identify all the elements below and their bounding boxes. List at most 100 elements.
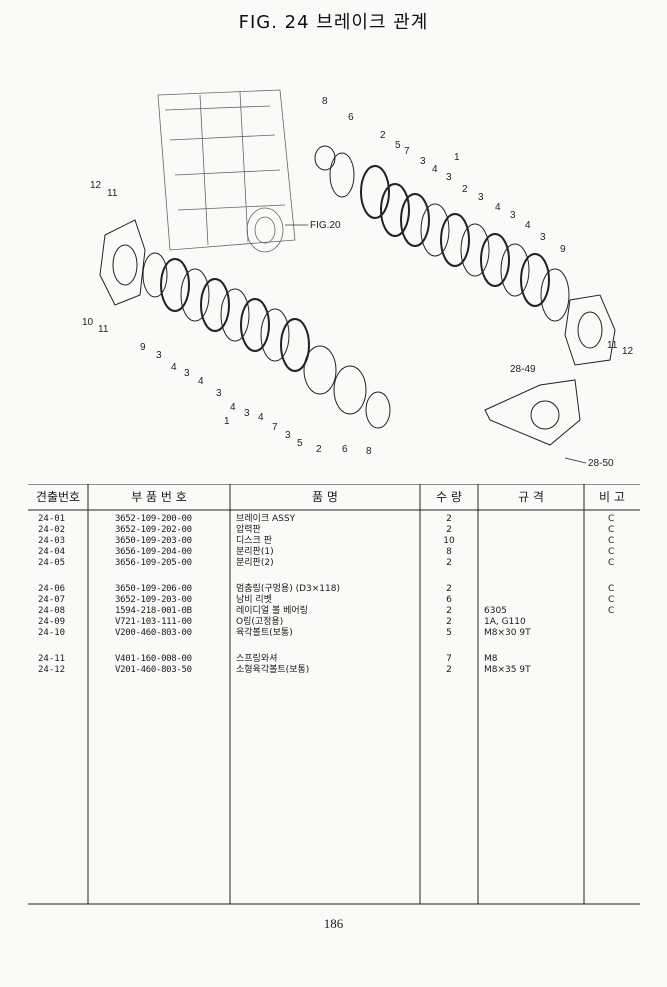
svg-text:4: 4 [495, 202, 501, 213]
svg-text:3: 3 [156, 350, 162, 361]
remark: C [608, 547, 615, 557]
svg-text:2: 2 [462, 184, 468, 195]
table-row: 24-11 V401-160-008-00 스프링와셔 7 M8 [28, 654, 640, 664]
part-number: 3656-109-204-00 [115, 547, 192, 557]
svg-text:9: 9 [140, 342, 146, 353]
table-row: 24-08 1594-218-001-0B 레이디얼 볼 베어링 2 6305 … [28, 606, 640, 616]
svg-text:3: 3 [478, 192, 484, 203]
quantity: 2 [446, 525, 452, 535]
svg-text:10: 10 [82, 317, 94, 328]
part-number: V201-460-803-50 [115, 665, 192, 675]
svg-text:6: 6 [348, 112, 354, 123]
ref-no: 24-04 [38, 547, 66, 557]
callout-numbers: 8 6 2 5 7 3 4 3 1 2 3 4 3 4 3 9 11 12 12… [82, 96, 634, 457]
label-28-50: 28-50 [588, 458, 614, 469]
part-name: 소형육각볼트(보통) [236, 665, 310, 675]
header-part-no: 부 품 번 호 [131, 490, 187, 504]
quantity: 2 [446, 558, 452, 568]
svg-text:11: 11 [607, 340, 618, 351]
spec: M8×30 9T [484, 628, 531, 638]
lower-brake-stack [99, 219, 391, 429]
svg-text:3: 3 [184, 368, 190, 379]
svg-text:5: 5 [395, 140, 401, 151]
ref-no: 24-07 [38, 595, 66, 605]
svg-text:5: 5 [297, 438, 303, 449]
mounting-plate [484, 379, 581, 446]
header-remarks: 비 고 [599, 490, 625, 504]
label-28-49: 28-49 [510, 364, 536, 375]
remark: C [608, 606, 615, 616]
header-part-name: 품 명 [312, 490, 338, 504]
spec: M8×35 9T [484, 665, 531, 675]
svg-text:12: 12 [90, 180, 102, 191]
part-number: 3652-109-203-00 [115, 595, 192, 605]
part-name: 레이디얼 볼 베어링 [236, 606, 308, 616]
ref-no: 24-03 [38, 536, 66, 546]
part-number: V200-460-803-00 [115, 628, 192, 638]
svg-text:2: 2 [380, 130, 386, 141]
part-number: 3650-109-206-00 [115, 584, 192, 594]
ref-no: 24-12 [38, 665, 66, 675]
page-title: FIG. 24 브레이크 관계 [238, 12, 429, 33]
table-row: 24-06 3650-109-206-00 멈춤링(구멍용) (D3×118) … [28, 584, 640, 594]
part-name: 멈춤링(구멍용) (D3×118) [236, 584, 340, 594]
part-number: 3656-109-205-00 [115, 558, 192, 568]
svg-text:6: 6 [342, 444, 348, 455]
spec: M8 [484, 654, 498, 664]
ref-no: 24-11 [38, 654, 66, 664]
part-number: V721-103-111-00 [115, 617, 192, 627]
engine-block-sketch [157, 89, 296, 253]
part-number: 3652-109-202-00 [115, 525, 192, 535]
svg-text:4: 4 [525, 220, 531, 231]
remark: C [608, 525, 615, 535]
table-row: 24-07 3652-109-203-00 남비 리벳 6 C [28, 595, 640, 605]
part-name: 브레이크 ASSY [236, 514, 296, 524]
quantity: 2 [446, 606, 452, 616]
svg-text:4: 4 [171, 362, 177, 373]
fig20-reference: FIG.20 [310, 220, 341, 231]
svg-text:1: 1 [224, 416, 230, 427]
svg-text:3: 3 [540, 232, 546, 243]
table-lines [28, 484, 640, 905]
svg-text:11: 11 [98, 324, 109, 335]
svg-text:7: 7 [272, 422, 278, 433]
ref-no: 24-10 [38, 628, 66, 638]
svg-text:12: 12 [622, 346, 634, 357]
ref-no: 24-09 [38, 617, 66, 627]
table-row: 24-02 3652-109-202-00 압력판 2 C [28, 525, 640, 535]
parts-table: 견출번호 부 품 번 호 품 명 수 량 규 격 비 고 24-01 3652-… [28, 484, 640, 906]
quantity: 10 [443, 536, 455, 546]
quantity: 2 [446, 514, 452, 524]
svg-text:3: 3 [420, 156, 426, 167]
remark: C [608, 514, 615, 524]
table-row: 24-12 V201-460-803-50 소형육각볼트(보통) 2 M8×35… [28, 665, 640, 675]
part-name: 압력판 [236, 525, 261, 535]
svg-text:11: 11 [107, 188, 118, 199]
quantity: 5 [446, 628, 452, 638]
svg-text:4: 4 [230, 402, 236, 413]
part-number: 3652-109-200-00 [115, 514, 192, 524]
part-number: 3650-109-203-00 [115, 536, 192, 546]
quantity: 2 [446, 617, 452, 627]
svg-text:3: 3 [446, 172, 452, 183]
part-number: V401-160-008-00 [115, 654, 192, 664]
svg-text:3: 3 [216, 388, 222, 399]
ref-no: 24-08 [38, 606, 66, 616]
svg-text:8: 8 [322, 96, 328, 107]
table-row: 24-01 3652-109-200-00 브레이크 ASSY 2 C [28, 514, 640, 524]
remark: C [608, 595, 615, 605]
spec: 6305 [484, 606, 507, 616]
exploded-parts-diagram: FIG.20 28-49 28-50 [82, 89, 634, 469]
svg-text:3: 3 [244, 408, 250, 419]
svg-text:4: 4 [198, 376, 204, 387]
page-number: 186 [323, 916, 344, 931]
part-name: 육각볼트(보통) [236, 628, 293, 638]
table-row: 24-09 V721-103-111-00 O링(고정용) 2 1A, G110 [28, 617, 640, 627]
part-name: 남비 리벳 [236, 595, 272, 605]
part-name: 분리판(1) [236, 547, 274, 557]
remark: C [608, 536, 615, 546]
part-name: 분리판(2) [236, 558, 274, 568]
remark: C [608, 558, 615, 568]
part-name: 스프링와셔 [236, 654, 278, 664]
part-name: O링(고정용) [236, 617, 284, 627]
